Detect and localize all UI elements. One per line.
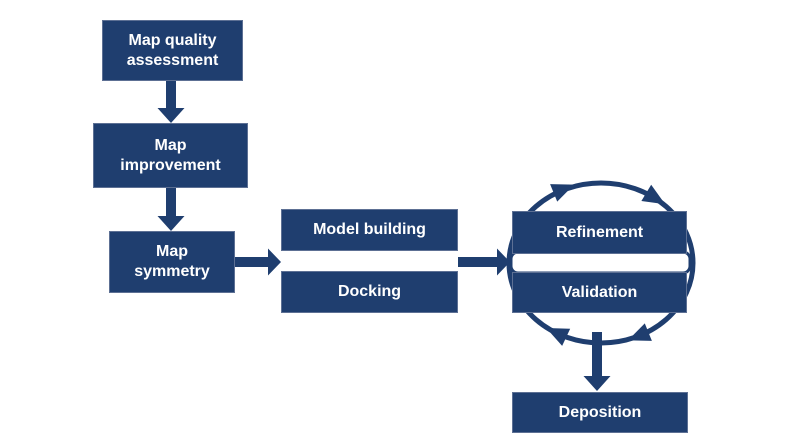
node-validation: Validation [512,272,687,313]
arrow-model-building-to-refinement [458,248,510,276]
cycle-arrowhead-top-left-icon [550,184,575,202]
arrow-cycle-to-deposition [583,332,611,391]
node-map-symmetry: Map symmetry [109,231,235,293]
cycle-arrowhead-bottom-right-icon [627,323,652,341]
node-refinement: Refinement [512,211,687,254]
node-model-building: Model building [281,209,458,251]
cycle-arrowhead-bottom-left-icon [546,328,571,346]
node-deposition: Deposition [512,392,688,433]
arrow-map-improvement-to-map-symmetry [157,188,185,231]
node-docking: Docking [281,271,458,313]
cycle-arrowhead-top-right-icon [641,184,666,205]
arrow-map-quality-to-map-improvement [157,81,185,123]
node-map-quality-assessment: Map quality assessment [102,20,243,81]
refinement-validation-gap-pill [509,250,692,275]
node-map-improvement: Map improvement [93,123,248,188]
arrow-map-symmetry-to-model-building [235,248,281,276]
